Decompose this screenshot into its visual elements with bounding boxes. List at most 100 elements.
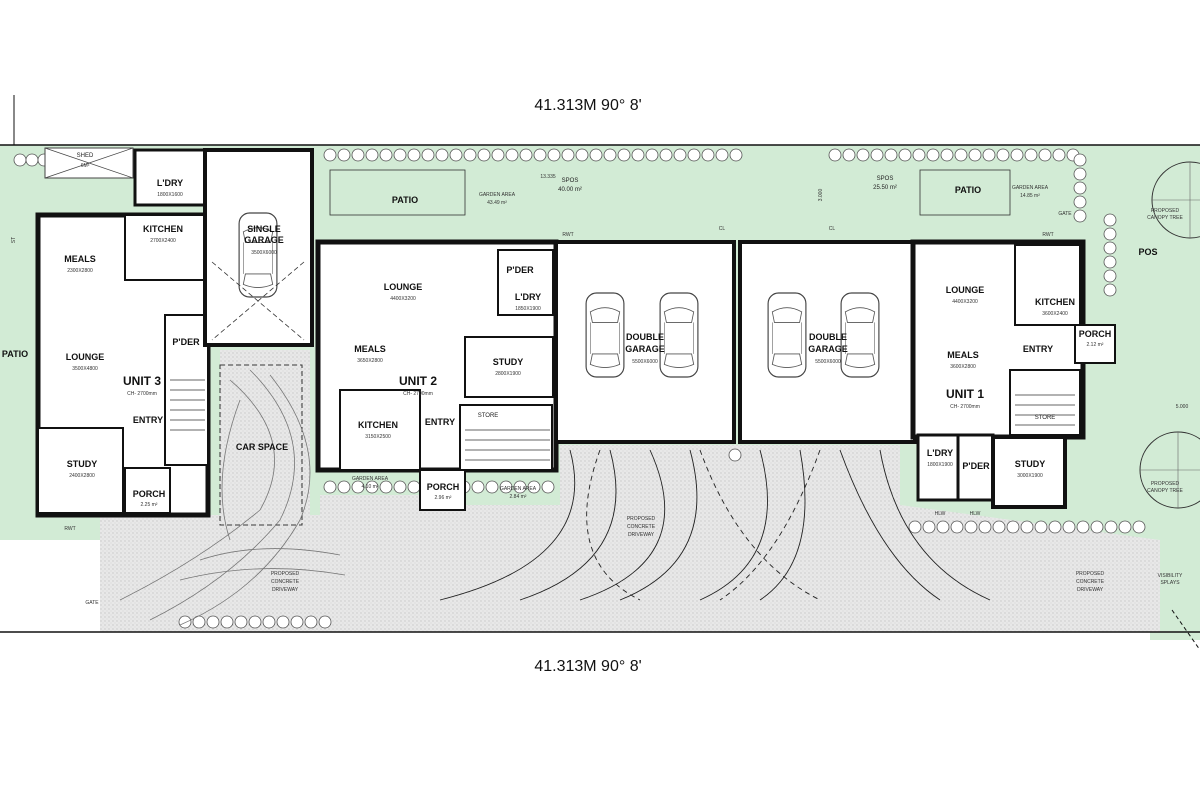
- u1-porch-label: PORCH: [1079, 329, 1112, 339]
- u3-ldry-label: L'DRY: [157, 178, 183, 188]
- svg-text:CH- 2700mm: CH- 2700mm: [950, 404, 980, 410]
- gate-label-2: GATE: [1058, 211, 1072, 217]
- svg-text:4400X3200: 4400X3200: [390, 296, 416, 302]
- shrub: [449, 148, 463, 162]
- shrub: [351, 480, 365, 494]
- shrub: [728, 448, 742, 462]
- u1-entry-label: ENTRY: [1023, 344, 1053, 354]
- shrub: [978, 520, 992, 534]
- boundary-shrubs: [13, 148, 1146, 629]
- shrub: [603, 148, 617, 162]
- svg-text:DRIVEWAY: DRIVEWAY: [1077, 587, 1104, 593]
- svg-text:1800X1600: 1800X1600: [157, 192, 183, 198]
- shrub: [421, 148, 435, 162]
- u2-front-garden-left: GARDEN AREA: [352, 476, 389, 482]
- shrub: [940, 148, 954, 162]
- shrub: [828, 148, 842, 162]
- shrub: [206, 615, 220, 629]
- u3-shed-label: SHED: [77, 153, 94, 159]
- canopy-tree-bottom-label: PROPOSED: [1151, 481, 1180, 487]
- shrub: [379, 480, 393, 494]
- shrub: [898, 148, 912, 162]
- shrub: [1073, 167, 1087, 181]
- driveway-right-label: PROPOSED: [1076, 571, 1105, 577]
- shrub: [485, 480, 499, 494]
- svg-text:3500X4800: 3500X4800: [72, 366, 98, 372]
- shrub: [407, 480, 421, 494]
- svg-text:CONCRETE: CONCRETE: [271, 579, 300, 585]
- shrub: [248, 615, 262, 629]
- svg-text:5500X6000: 5500X6000: [815, 359, 841, 365]
- u2-front-garden-right: GARDEN AREA: [500, 486, 537, 492]
- u1-patio-label: PATIO: [955, 185, 981, 195]
- shrub: [379, 148, 393, 162]
- shrub: [673, 148, 687, 162]
- unit-2: [315, 169, 736, 511]
- shrub: [968, 148, 982, 162]
- shrub: [25, 153, 39, 167]
- shrub: [337, 480, 351, 494]
- shrub: [1103, 227, 1117, 241]
- u1-garden-label: GARDEN AREA: [1012, 185, 1049, 191]
- shrub: [659, 148, 673, 162]
- shrub: [1118, 520, 1132, 534]
- u2-garden-label: GARDEN AREA: [479, 192, 516, 198]
- shrub: [950, 520, 964, 534]
- svg-text:3150X2500: 3150X2500: [365, 434, 391, 440]
- shrub: [1038, 148, 1052, 162]
- shrub: [701, 148, 715, 162]
- shrub: [471, 480, 485, 494]
- shrub: [1076, 520, 1090, 534]
- svg-text:DRIVEWAY: DRIVEWAY: [628, 532, 655, 538]
- shrub: [1073, 195, 1087, 209]
- svg-text:4.10 m²: 4.10 m²: [362, 484, 379, 490]
- u3-entry-label: ENTRY: [133, 415, 163, 425]
- unit-2-labels: LOUNGE 4400X3200 MEALS 3650X2800 KITCHEN…: [352, 178, 665, 501]
- shrub: [715, 148, 729, 162]
- shrub: [1020, 520, 1034, 534]
- shrub: [926, 148, 940, 162]
- u3-lounge-label: LOUNGE: [66, 352, 105, 362]
- u3-study-label: STUDY: [67, 459, 98, 469]
- cl-label-1: CL: [719, 226, 726, 232]
- u2-lounge-label: LOUNGE: [384, 282, 423, 292]
- svg-text:3600X2400: 3600X2400: [1042, 311, 1068, 317]
- shrub: [617, 148, 631, 162]
- svg-text:2300X2800: 2300X2800: [67, 268, 93, 274]
- site-labels: PROPOSED CONCRETE DRIVEWAY PROPOSED CONC…: [11, 174, 1188, 606]
- u1-garage-label: DOUBLE: [809, 332, 847, 342]
- shrub: [561, 148, 575, 162]
- shrub: [393, 480, 407, 494]
- hlw-label-2: HLW: [970, 511, 981, 517]
- unit-1: [738, 169, 1116, 509]
- u2-store-label: STORE: [478, 413, 499, 419]
- svg-text:6M³: 6M³: [81, 163, 90, 169]
- svg-text:CANOPY TREE: CANOPY TREE: [1147, 488, 1183, 494]
- shrub: [575, 148, 589, 162]
- u3-porch-label: PORCH: [133, 489, 166, 499]
- u1-ldry-label: L'DRY: [927, 448, 953, 458]
- u1-lounge-label: LOUNGE: [946, 285, 985, 295]
- hlw-label-1: HLW: [935, 511, 946, 517]
- rwt-label-1: RWT: [64, 526, 75, 532]
- shrub: [323, 148, 337, 162]
- unit-3-labels: MEALS 2300X2800 KITCHEN 2700X2400 LOUNGE…: [2, 153, 288, 508]
- u2-pder-label: P'DER: [506, 265, 534, 275]
- shrub: [505, 148, 519, 162]
- turning-paths: [439, 449, 991, 601]
- svg-text:GARAGE: GARAGE: [808, 344, 848, 354]
- shrub: [922, 520, 936, 534]
- shrub: [318, 615, 332, 629]
- shrub: [908, 520, 922, 534]
- shrub: [992, 520, 1006, 534]
- shrub: [477, 148, 491, 162]
- shrub: [936, 520, 950, 534]
- u2-garage-label: DOUBLE: [626, 332, 664, 342]
- shrub: [304, 615, 318, 629]
- u1-unit-label: UNIT 1: [946, 387, 984, 401]
- shrub: [1073, 153, 1087, 167]
- svg-text:2.84 m²: 2.84 m²: [510, 494, 527, 500]
- shrub: [435, 148, 449, 162]
- shrub: [842, 148, 856, 162]
